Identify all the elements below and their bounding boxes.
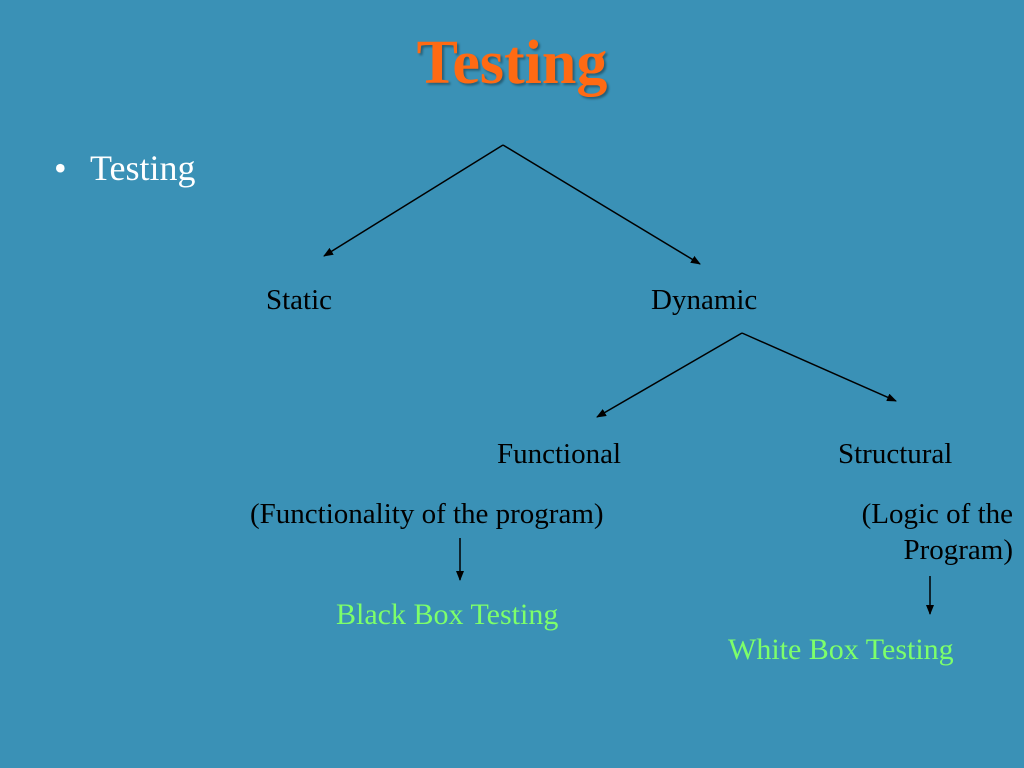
structural-description-line1: (Logic of the bbox=[861, 498, 1013, 530]
node-black-box-testing: Black Box Testing bbox=[336, 598, 559, 631]
arrow-dynamic-to-structural bbox=[741, 332, 897, 402]
slide-title: Testing bbox=[416, 29, 608, 97]
arrow-testing-to-dynamic bbox=[502, 144, 701, 265]
bullet-marker: • bbox=[54, 148, 67, 188]
node-structural: Structural bbox=[838, 438, 953, 470]
structural-description-line2: Program) bbox=[903, 534, 1013, 566]
bullet-text: Testing bbox=[90, 148, 196, 188]
bullet-item: • Testing bbox=[54, 146, 195, 190]
node-static: Static bbox=[266, 284, 333, 316]
structural-description: (Logic of the Program) bbox=[800, 496, 1013, 568]
node-functional: Functional bbox=[497, 438, 622, 470]
arrow-dynamic-to-functional bbox=[596, 332, 743, 418]
node-white-box-testing: White Box Testing bbox=[728, 633, 954, 666]
node-dynamic: Dynamic bbox=[651, 284, 758, 316]
functional-description: (Functionality of the program) bbox=[250, 498, 604, 530]
arrow-testing-to-static bbox=[323, 144, 504, 257]
